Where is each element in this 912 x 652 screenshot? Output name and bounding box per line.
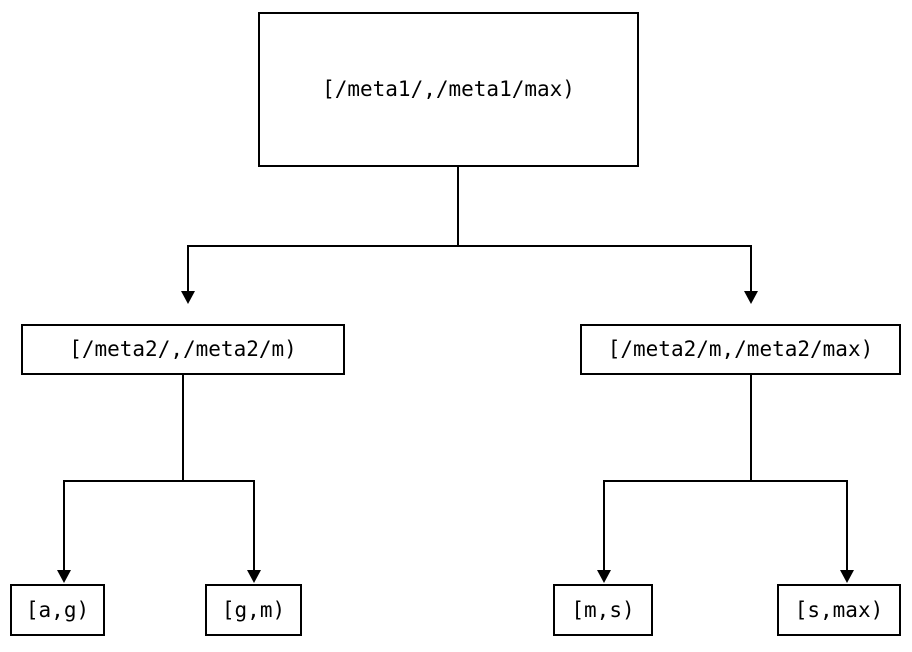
- tree-node-leaf-g-m-label: [g,m): [221, 597, 286, 622]
- edge-mid-left-to-leaf-g-m-drop: [253, 480, 255, 571]
- tree-node-leaf-s-max-label: [s,max): [794, 597, 884, 622]
- arrowhead-down-icon-mid-right: [744, 291, 758, 304]
- edge-root-crossbar: [187, 245, 752, 247]
- tree-node-mid-left: [/meta2/,/meta2/m): [21, 324, 345, 375]
- tree-node-leaf-s-max: [s,max): [777, 584, 901, 636]
- edge-root-to-mid-right-drop: [750, 245, 752, 292]
- arrowhead-down-icon-mid-left: [181, 291, 195, 304]
- tree-node-root-label: [/meta1/,/meta1/max): [322, 77, 575, 101]
- edge-root-stem: [457, 167, 459, 246]
- tree-node-leaf-a-g-label: [a,g): [25, 597, 90, 622]
- edge-mid-left-stem: [182, 375, 184, 481]
- edge-mid-right-stem: [750, 375, 752, 481]
- tree-node-leaf-a-g: [a,g): [10, 584, 105, 636]
- edge-mid-left-to-leaf-a-g-drop: [63, 480, 65, 571]
- edge-mid-right-to-leaf-m-s-drop: [603, 480, 605, 571]
- tree-node-leaf-m-s: [m,s): [553, 584, 653, 636]
- tree-node-mid-left-label: [/meta2/,/meta2/m): [69, 337, 297, 361]
- arrowhead-down-icon-leaf-g-m: [247, 570, 261, 583]
- edge-mid-left-crossbar: [63, 480, 255, 482]
- tree-node-mid-right-label: [/meta2/m,/meta2/max): [607, 337, 874, 361]
- arrowhead-down-icon-leaf-m-s: [597, 570, 611, 583]
- edge-mid-right-to-leaf-s-max-drop: [846, 480, 848, 571]
- edge-mid-right-crossbar: [603, 480, 848, 482]
- arrowhead-down-icon-leaf-s-max: [840, 570, 854, 583]
- arrowhead-down-icon-leaf-a-g: [57, 570, 71, 583]
- tree-node-leaf-g-m: [g,m): [205, 584, 302, 636]
- edge-root-to-mid-left-drop: [187, 245, 189, 292]
- tree-node-root: [/meta1/,/meta1/max): [258, 12, 639, 167]
- tree-node-mid-right: [/meta2/m,/meta2/max): [580, 324, 901, 375]
- tree-node-leaf-m-s-label: [m,s): [571, 597, 635, 622]
